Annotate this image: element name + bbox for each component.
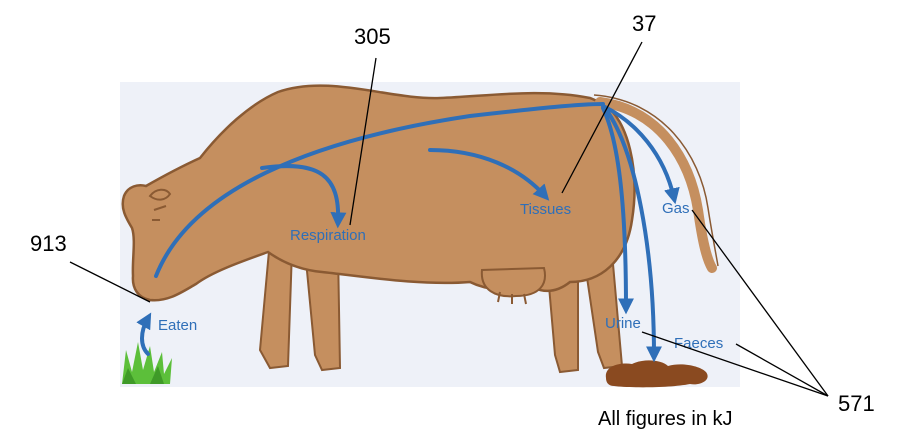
- eaten-value: 913: [30, 231, 67, 256]
- waste-value: 571: [838, 391, 875, 416]
- faeces-label: Faeces: [674, 335, 723, 352]
- respiration-label: Respiration: [290, 227, 366, 244]
- tissues-label: Tissues: [520, 201, 571, 218]
- gas-label: Gas: [662, 200, 690, 217]
- urine-label: Urine: [605, 315, 641, 332]
- eaten-label: Eaten: [158, 317, 197, 334]
- tissues-value: 37: [632, 11, 656, 36]
- units-note: All figures in kJ: [598, 408, 733, 430]
- respiration-value: 305: [354, 24, 391, 49]
